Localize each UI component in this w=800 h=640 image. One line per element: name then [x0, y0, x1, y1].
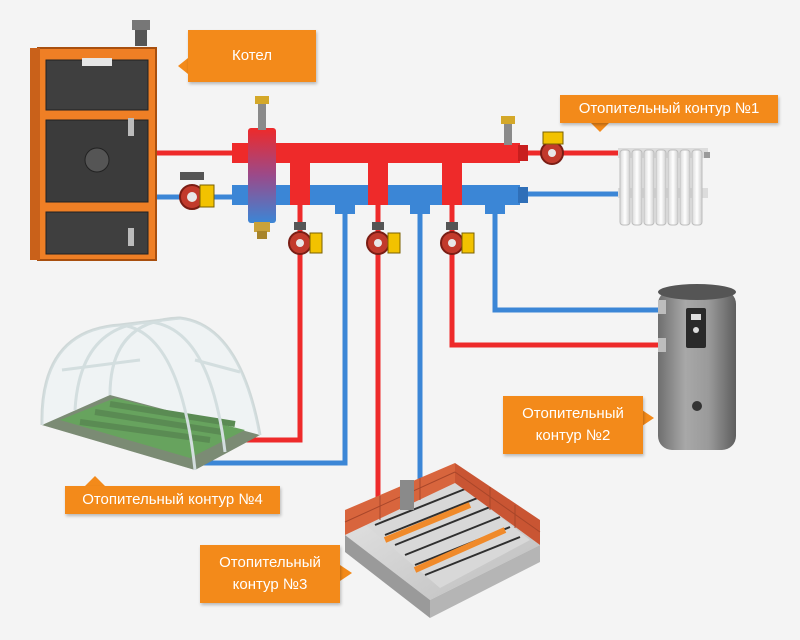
circulation-pump-icon [540, 131, 564, 165]
supply-manifold [232, 143, 520, 163]
air-vent-icon [501, 116, 515, 145]
solid-fuel-boiler-icon [30, 20, 157, 261]
circulation-pump-icon [288, 222, 323, 255]
boiler-label: Котел [188, 30, 316, 82]
callout-pointer [340, 565, 352, 581]
circuit1-label: Отопительный контур №1 [560, 95, 778, 123]
circulation-pump-icon [366, 222, 401, 255]
circuit4-label-text: Отопительный контур №4 [82, 491, 263, 508]
boiler-label-text: Котел [231, 47, 273, 64]
circuit2-label-line1: Отопительный [522, 405, 624, 422]
underfloor-heating-icon [344, 463, 541, 618]
hydraulic-separator-icon [248, 128, 276, 239]
circuit1-label-text: Отопительный контур №1 [578, 100, 760, 117]
circulation-pump-icon [179, 172, 215, 210]
circuit4-return-pipe [190, 205, 348, 466]
greenhouse-icon [40, 316, 262, 471]
circuit3-label-line1: Отопительный [219, 554, 321, 571]
circuit2-label-line2: контур №2 [535, 427, 611, 444]
circuit2-label: Отопительный контур №2 [503, 396, 643, 454]
callout-pointer [178, 58, 188, 74]
callout-pointer [642, 410, 654, 426]
circuit2-return-pipe [492, 205, 658, 313]
boiler-tank-icon [658, 284, 736, 450]
circuit3-label: Отопительный контур №3 [200, 545, 340, 603]
callout-pointer [590, 122, 610, 132]
circulation-pump-icon [440, 222, 475, 255]
circuit4-label: Отопительный контур №4 [65, 486, 280, 514]
air-vent-icon [255, 96, 269, 130]
radiator-icon [618, 148, 710, 226]
circuit3-label-line2: контур №3 [232, 576, 308, 593]
callout-pointer [85, 476, 105, 486]
